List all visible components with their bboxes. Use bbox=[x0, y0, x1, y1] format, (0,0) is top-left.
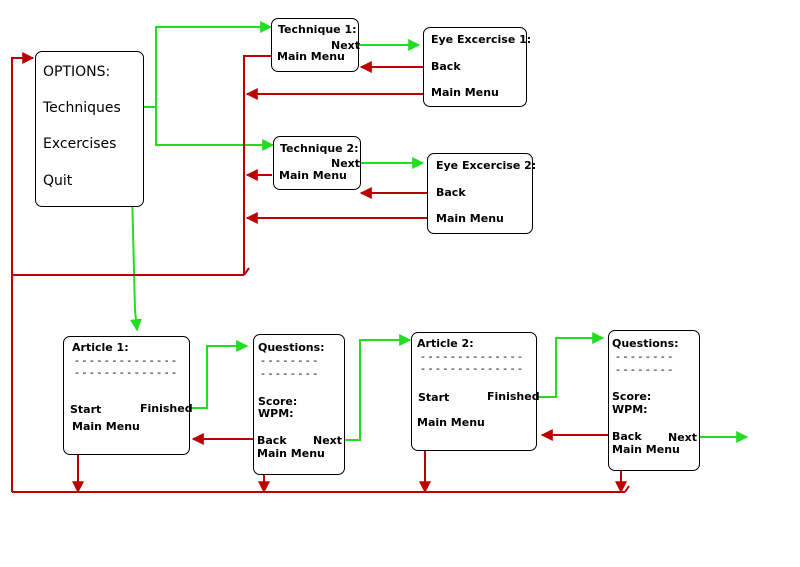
questions2-title: Questions: bbox=[612, 337, 679, 350]
questions1-text-line: - - - - - - - - bbox=[261, 354, 318, 367]
eye-excercise1-title: Eye Excercise 1: bbox=[431, 33, 532, 46]
article1-main-menu[interactable]: Main Menu bbox=[72, 420, 140, 433]
options-title: OPTIONS: bbox=[43, 64, 111, 80]
questions2-score: Score: bbox=[612, 390, 652, 403]
menu-item-excercises[interactable]: Excercises bbox=[43, 136, 117, 152]
technique1-main-menu[interactable]: Main Menu bbox=[277, 50, 345, 63]
eye-excercise1-main-menu[interactable]: Main Menu bbox=[431, 86, 499, 99]
menu-item-techniques[interactable]: Techniques bbox=[43, 100, 121, 116]
return-bus-left bbox=[11, 52, 35, 492]
technique2-box bbox=[273, 136, 361, 190]
technique1-box bbox=[271, 18, 359, 72]
technique1-title: Technique 1: bbox=[278, 23, 357, 36]
article1-box bbox=[63, 336, 190, 455]
eye-excercise2-back[interactable]: Back bbox=[436, 186, 466, 199]
article1-start[interactable]: Start bbox=[70, 403, 102, 416]
article1-text-line: - - - - - - - - - - - - - - bbox=[75, 354, 177, 367]
questions1-title: Questions: bbox=[258, 341, 325, 354]
eye-excercise2-main-menu[interactable]: Main Menu bbox=[436, 212, 504, 225]
return-bus-vertical bbox=[243, 55, 271, 275]
questions1-wpm: WPM: bbox=[258, 407, 294, 420]
options-box bbox=[35, 51, 144, 207]
technique2-next[interactable]: Next bbox=[331, 157, 361, 170]
questions2-main-menu[interactable]: Main Menu bbox=[612, 443, 680, 456]
questions2-wpm: WPM: bbox=[612, 403, 648, 416]
questions1-text-line: - - - - - - - - bbox=[261, 367, 318, 380]
menu-item-quit[interactable]: Quit bbox=[43, 173, 73, 189]
questions2-box bbox=[608, 330, 700, 471]
questions1-box bbox=[253, 334, 345, 475]
article2-text-line: - - - - - - - - - - - - - - bbox=[421, 350, 523, 363]
return-bus-bottom-tick bbox=[624, 485, 630, 493]
article1-text-line: - - - - - - - - - - - - - - bbox=[75, 366, 177, 379]
technique2-title: Technique 2: bbox=[280, 142, 359, 155]
article2-main-menu[interactable]: Main Menu bbox=[417, 416, 485, 429]
article2-box bbox=[411, 332, 537, 451]
article2-finished[interactable]: Finished bbox=[487, 390, 540, 403]
article2-text-line: - - - - - - - - - - - - - - bbox=[421, 362, 523, 375]
questions1-back[interactable]: Back bbox=[257, 434, 287, 447]
questions2-text-line: - - - - - - - - bbox=[616, 350, 673, 363]
arrow-article2-finished bbox=[532, 332, 605, 398]
article2-start[interactable]: Start bbox=[418, 391, 450, 404]
return-bus-tick bbox=[243, 267, 250, 276]
questions1-next[interactable]: Next bbox=[313, 434, 343, 447]
questions2-text-line: - - - - - - - - bbox=[616, 363, 673, 376]
questions2-next[interactable]: Next bbox=[668, 431, 698, 444]
eye-excercise2-box bbox=[427, 153, 533, 234]
article1-title: Article 1: bbox=[72, 341, 129, 354]
technique2-main-menu[interactable]: Main Menu bbox=[279, 169, 347, 182]
questions2-back[interactable]: Back bbox=[612, 430, 642, 443]
article2-title: Article 2: bbox=[417, 337, 474, 350]
arrow-techniques-to-technique1 bbox=[133, 21, 273, 108]
arrow-questions1-next bbox=[341, 334, 412, 441]
eye-excercise2-title: Eye Excercise 2: bbox=[436, 159, 537, 172]
article1-finished[interactable]: Finished bbox=[140, 402, 193, 415]
arrow-techniques-to-technique2 bbox=[155, 107, 275, 151]
eye-excercise1-back[interactable]: Back bbox=[431, 60, 461, 73]
questions1-score: Score: bbox=[258, 395, 298, 408]
technique1-next[interactable]: Next bbox=[331, 39, 361, 52]
eye-excercise1-box bbox=[423, 27, 527, 107]
questions1-main-menu[interactable]: Main Menu bbox=[257, 447, 325, 460]
arrow-article1-finished bbox=[187, 340, 249, 409]
